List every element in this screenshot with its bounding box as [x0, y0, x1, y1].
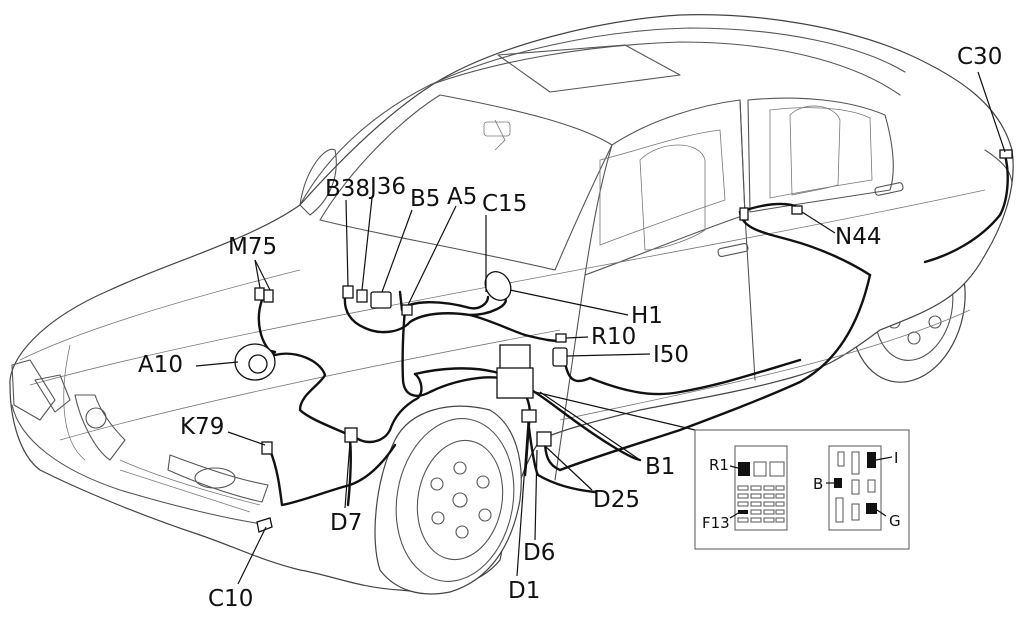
- label-r10: R10: [591, 324, 636, 350]
- label-b38: B38: [325, 176, 370, 202]
- inset-label-f13: F13: [702, 514, 730, 532]
- leader-lines: [195, 71, 1006, 585]
- label-c30: C30: [957, 44, 1002, 70]
- component-labels: B38 J36 B5 A5 C15 M75 A10 K79 C10 D7 H1 …: [138, 44, 1002, 612]
- label-n44: N44: [835, 224, 881, 250]
- label-i50: I50: [653, 342, 689, 368]
- connectors: [234, 149, 1013, 533]
- inset-right-panel: I B G: [813, 445, 901, 531]
- inset-label-r1: R1: [709, 456, 729, 474]
- label-h1: H1: [631, 303, 663, 329]
- label-c15: C15: [482, 191, 527, 217]
- label-a5: A5: [447, 184, 477, 210]
- inset-label-b: B: [813, 475, 823, 493]
- label-d6: D6: [523, 540, 555, 566]
- front-wheel: [395, 418, 515, 582]
- label-m75: M75: [228, 234, 277, 260]
- label-d7: D7: [330, 510, 362, 536]
- label-b1: B1: [645, 454, 675, 480]
- label-k79: K79: [180, 414, 224, 440]
- inset-label-i: I: [894, 449, 898, 467]
- label-d1: D1: [508, 578, 540, 604]
- label-j36: J36: [368, 174, 406, 200]
- inset-label-g: G: [889, 512, 901, 530]
- label-a10: A10: [138, 352, 183, 378]
- label-c10: C10: [208, 586, 253, 612]
- label-d25: D25: [593, 487, 640, 513]
- label-b5: B5: [410, 186, 440, 212]
- fuse-box-inset: R1 F13 I B G: [694, 429, 910, 550]
- car-illustration: [9, 14, 1014, 595]
- inset-left-panel: R1 F13: [702, 445, 788, 532]
